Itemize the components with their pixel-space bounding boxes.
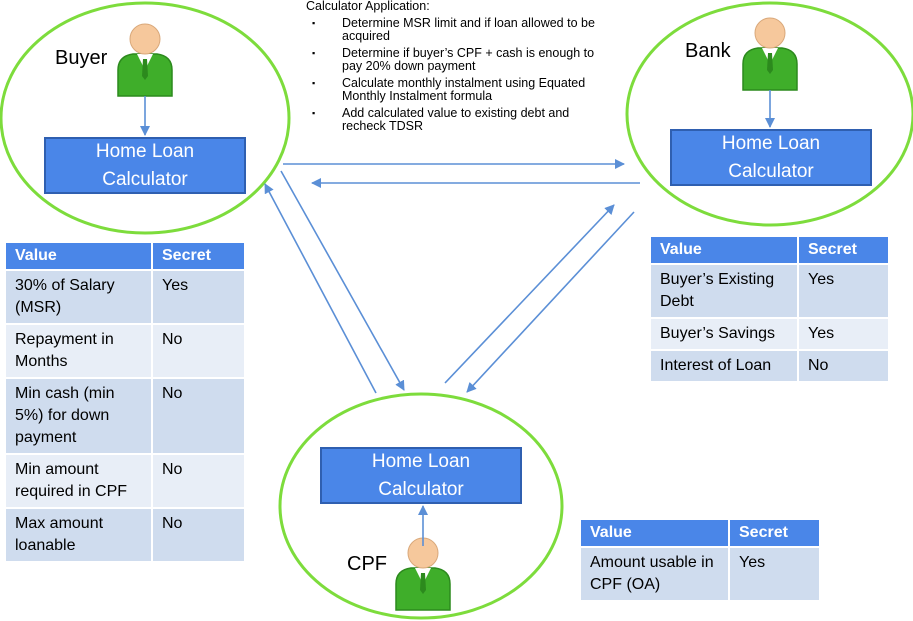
column-header-value: Value (6, 243, 153, 271)
cpf-to-bank-arrow (444, 204, 615, 384)
table-row: Max amount loanable No (6, 509, 244, 563)
buyer-person-icon (117, 23, 173, 97)
table-row: Buyer’s Savings Yes (651, 319, 888, 351)
value-cell: Repayment in Months (6, 325, 153, 379)
notes-list: Determine MSR limit and if loan allowed … (306, 17, 616, 133)
column-header-value: Value (581, 520, 730, 548)
column-header-value: Value (651, 237, 799, 265)
column-header-secret: Secret (153, 243, 244, 271)
cpf-circle (278, 392, 564, 620)
bank-person-icon (742, 17, 798, 91)
secret-cell: Yes (730, 548, 819, 602)
table-header-row: Value Secret (6, 243, 244, 271)
table-row: 30% of Salary (MSR) Yes (6, 271, 244, 325)
buyer-calculator-box: Home Loan Calculator (44, 137, 246, 194)
cpf-to-buyer-arrow (264, 183, 377, 394)
table-header-row: Value Secret (581, 520, 819, 548)
value-cell: Amount usable in CPF (OA) (581, 548, 730, 602)
secret-cell: No (153, 325, 244, 379)
secret-cell: No (153, 509, 244, 563)
calculator-application-notes: Calculator Application: Determine MSR li… (306, 0, 616, 137)
table-row: Amount usable in CPF (OA) Yes (581, 548, 819, 602)
buyer-to-cpf-arrow (280, 170, 405, 391)
bank-calculator-box: Home Loan Calculator (670, 129, 872, 186)
cpf-person-icon (395, 537, 451, 611)
notes-item: Determine MSR limit and if loan allowed … (312, 17, 616, 43)
buyer-label: Buyer (55, 47, 108, 69)
secret-cell: Yes (799, 319, 888, 351)
value-cell: 30% of Salary (MSR) (6, 271, 153, 325)
value-cell: Buyer’s Savings (651, 319, 799, 351)
column-header-secret: Secret (799, 237, 888, 265)
notes-item: Add calculated value to existing debt an… (312, 107, 616, 133)
table-header-row: Value Secret (651, 237, 888, 265)
buyer-values-table: Value Secret 30% of Salary (MSR) Yes Rep… (6, 243, 244, 563)
secret-cell: Yes (153, 271, 244, 325)
secret-cell: No (799, 351, 888, 383)
table-row: Buyer’s Existing Debt Yes (651, 265, 888, 319)
bank-values-table: Value Secret Buyer’s Existing Debt Yes B… (651, 237, 888, 383)
table-row: Min cash (min 5%) for down payment No (6, 379, 244, 455)
value-cell: Interest of Loan (651, 351, 799, 383)
value-cell: Min amount required in CPF (6, 455, 153, 509)
notes-item: Determine if buyer’s CPF + cash is enoug… (312, 47, 616, 73)
bank-label: Bank (685, 40, 731, 62)
buyer-calculator-label: Home Loan Calculator (95, 140, 195, 190)
cpf-values-table: Value Secret Amount usable in CPF (OA) Y… (581, 520, 819, 602)
table-row: Interest of Loan No (651, 351, 888, 383)
secret-cell: No (153, 379, 244, 455)
table-row: Repayment in Months No (6, 325, 244, 379)
buyer-circle (0, 1, 291, 235)
bank-calculator-label: Home Loan Calculator (721, 132, 821, 182)
bank-circle (625, 1, 913, 227)
cpf-calculator-box: Home Loan Calculator (320, 447, 522, 504)
notes-title: Calculator Application: (306, 0, 430, 13)
cpf-label: CPF (347, 553, 387, 575)
bank-to-cpf-arrow (466, 211, 635, 393)
table-row: Min amount required in CPF No (6, 455, 244, 509)
secret-cell: No (153, 455, 244, 509)
value-cell: Buyer’s Existing Debt (651, 265, 799, 319)
column-header-secret: Secret (730, 520, 819, 548)
notes-item: Calculate monthly instalment using Equat… (312, 77, 616, 103)
value-cell: Min cash (min 5%) for down payment (6, 379, 153, 455)
cpf-calculator-label: Home Loan Calculator (371, 450, 471, 500)
secret-cell: Yes (799, 265, 888, 319)
value-cell: Max amount loanable (6, 509, 153, 563)
